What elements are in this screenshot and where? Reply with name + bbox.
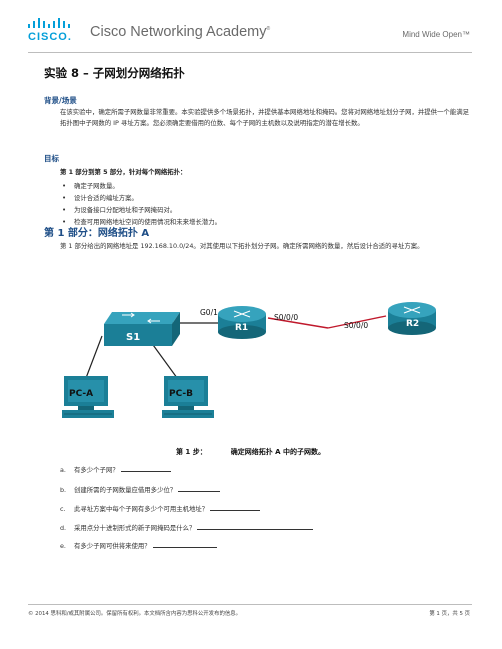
link-r1-r2 — [267, 317, 329, 329]
question-d: d.采用点分十进制形式的新子网掩码是什么？ — [60, 522, 314, 532]
part1-heading: 第 1 部分：网络拓扑 A — [44, 228, 150, 239]
question-b: b.创建所需的子网数量应借用多少位？ — [60, 484, 221, 494]
footer-page-number: 第 1 页，共 5 页 — [429, 611, 470, 617]
label-r2: R2 — [406, 319, 419, 329]
topology-links — [85, 315, 387, 383]
objective-item: 为设备接口分配地址和子网掩码对。 — [60, 204, 221, 216]
background-heading: 背景/场景 — [44, 96, 77, 105]
part1-text: 第 1 部分给出的网络地址是 192.168.10.0/24。对其使用以下拓扑划… — [60, 242, 424, 250]
router-r2-icon — [388, 302, 436, 335]
question-e: e.有多少子网可供将来使用？ — [60, 540, 217, 550]
question-c: c.此寻址方案中每个子网有多少个可用主机地址？ — [60, 503, 261, 513]
label-s000-r1: S0/0/0 — [274, 313, 298, 322]
page-title: 实验 8 – 子网划分网络拓扑 — [44, 66, 185, 80]
question-a: a.有多少个子网？ — [60, 464, 171, 474]
tagline: Mind Wide Open™ — [402, 30, 470, 39]
label-pc-b: PC-B — [169, 389, 193, 399]
pc-b-icon — [162, 376, 214, 418]
label-pc-a: PC-A — [69, 389, 93, 399]
link-s1-pca — [85, 335, 103, 379]
header-divider — [28, 52, 472, 53]
link-r1-r2-b — [327, 315, 387, 329]
answer-blank-d[interactable] — [197, 522, 314, 530]
answer-blank-e[interactable] — [152, 540, 217, 548]
objective-item: 设计合适的编址方案。 — [60, 192, 221, 204]
label-r1: R1 — [235, 323, 248, 333]
objectives-subheading: 第 1 部分到第 5 部分，针对每个网络拓扑： — [60, 168, 187, 176]
topology-diagram: S1 R1 R2 PC-A PC-B — [62, 302, 436, 418]
objectives-list: 确定子网数量。 设计合适的编址方案。 为设备接口分配地址和子网掩码对。 检查可用… — [60, 180, 221, 228]
cisco-logo-bars-icon — [28, 18, 70, 28]
answer-blank-b[interactable] — [178, 484, 221, 492]
label-s000-r2: S0/0/0 — [344, 321, 368, 330]
objective-item: 确定子网数量。 — [60, 180, 221, 192]
objective-item: 检查可用网络地址空间的使用情况和未来增长潜力。 — [60, 216, 221, 228]
label-g01: G0/1 — [200, 308, 218, 317]
switch-s1-icon — [104, 312, 180, 346]
footer-copyright: © 2014 思科和/或其附属公司。保留所有权利。本文档所含内容为思科公开发布的… — [28, 611, 242, 617]
router-r1-icon — [218, 306, 266, 339]
background-text: 在该实验中，确定所需子网数量非常重要。本实验提供多个场景拓扑，并提供基本网络地址… — [60, 108, 469, 127]
answer-blank-c[interactable] — [210, 503, 261, 511]
objectives-heading: 目标 — [44, 154, 59, 163]
pc-a-icon — [62, 376, 114, 418]
answer-blank-a[interactable] — [120, 464, 171, 472]
cisco-logo-text: CISCO. — [28, 31, 72, 43]
step1-heading: 第 1 步：确定网络拓扑 A 中的子网数。 — [176, 448, 326, 456]
academy-name: Cisco Networking Academy® — [90, 24, 271, 40]
label-s1: S1 — [126, 332, 140, 343]
page-header: CISCO. Cisco Networking Academy® Mind Wi… — [0, 0, 502, 50]
footer-divider — [28, 604, 472, 605]
